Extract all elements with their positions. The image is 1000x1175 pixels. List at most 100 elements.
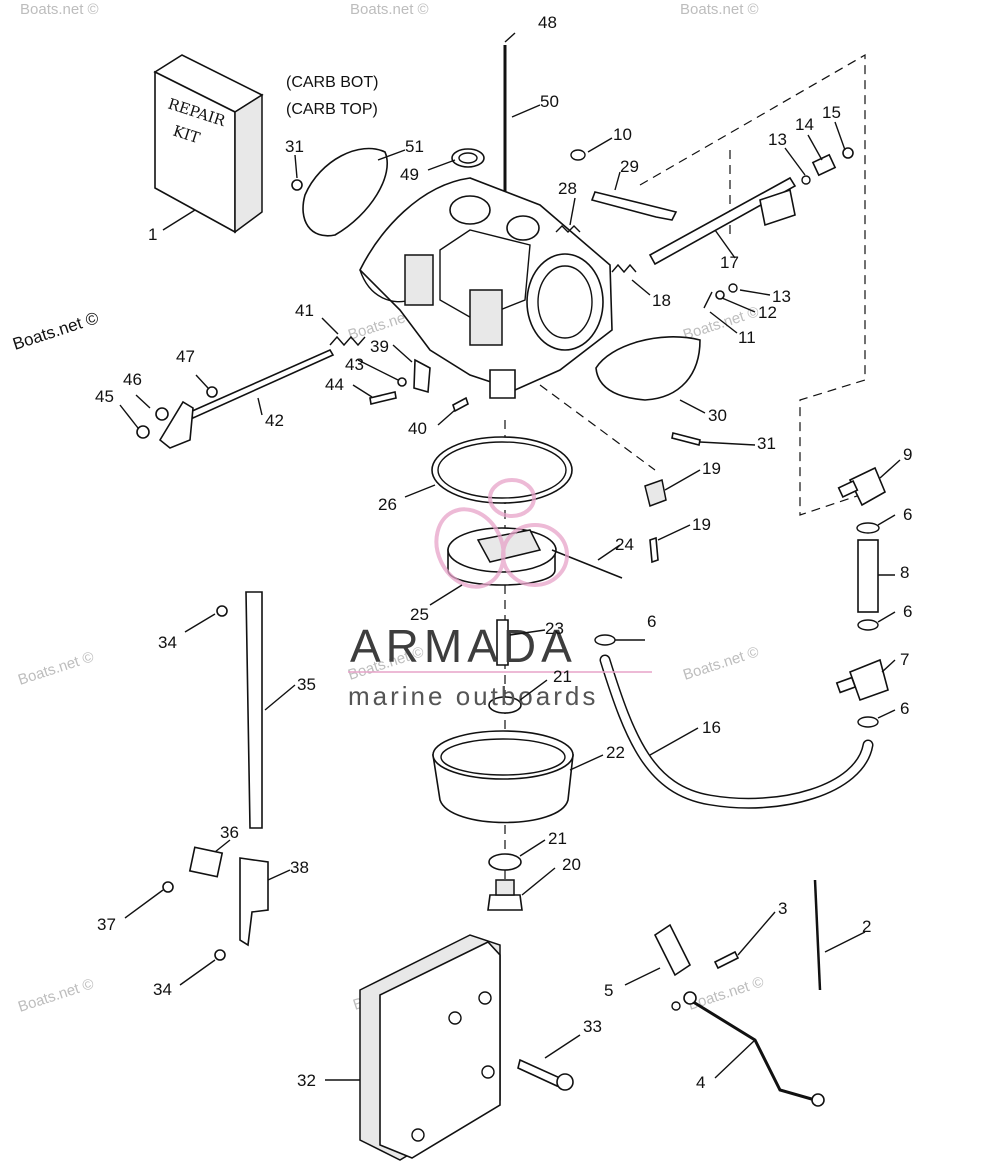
callout-37: 37 [97,915,116,934]
washer-21 [488,853,522,871]
washer-21 [488,696,522,714]
nut-34 [214,949,226,961]
callouts: 48 50 10 29 28 13 14 15 17 18 13 12 11 1… [95,13,912,1092]
callout-25: 25 [410,605,429,624]
callout-20: 20 [562,855,581,874]
brand-name: ARMADA [350,620,577,672]
callout-22: 22 [606,743,625,762]
callout-17: 17 [720,253,739,272]
watermark: Boats.net © [10,308,101,354]
watermark: Boats.net © [350,1,429,18]
pin-11 [703,291,713,309]
callout-43: 43 [345,355,364,374]
callout-23: 23 [545,619,564,638]
brand-tagline: marine outboards [348,681,598,711]
screw-33 [517,1058,562,1088]
callout-3: 3 [778,899,787,918]
callout-5: 5 [604,981,613,1000]
callout-13: 13 [772,287,791,306]
callout-1: 1 [148,225,157,244]
elbow-9 [848,466,887,507]
throttle-shaft-17 [648,176,797,266]
callout-33: 33 [583,1017,602,1036]
callout-42: 42 [265,411,284,430]
callout-21: 21 [548,829,567,848]
rod-2 [813,879,822,991]
callout-32: 32 [297,1071,316,1090]
callout-13: 13 [768,130,787,149]
callout-24: 24 [615,535,634,554]
bracket-38 [239,857,269,947]
callout-18: 18 [652,291,671,310]
link-rod-35 [245,591,263,829]
clamp-6 [856,522,880,534]
callout-31: 31 [285,137,304,156]
note-carb-bot: (CARB BOT) [286,74,378,91]
block-36 [188,846,224,878]
callout-38: 38 [290,858,309,877]
brand-overlay: ARMADA marine outboards [348,478,652,711]
link-42 [188,348,335,420]
callout-8: 8 [900,563,909,582]
cover-32 [359,934,501,1161]
repair-kit-box: REPAIR KIT [153,54,264,234]
callout-46: 46 [123,370,142,389]
watermark: Boats.net © [16,648,96,688]
callout-21: 21 [553,667,572,686]
bushing-14 [811,153,837,177]
callout-29: 29 [620,157,639,176]
leader-lines [119,32,901,1081]
callout-11: 11 [738,328,756,347]
hose-16 [599,654,874,809]
callout-44: 44 [325,375,344,394]
gasket-50 [302,147,388,237]
callout-15: 15 [822,103,841,122]
link-4 [689,998,816,1102]
callout-10: 10 [613,125,632,144]
callout-30: 30 [708,406,727,425]
nut-43 [397,377,407,387]
tee-fitting-7 [848,658,889,702]
callout-19: 19 [692,515,711,534]
callout-6: 6 [903,602,912,621]
washer-13 [728,283,738,293]
callout-6: 6 [900,699,909,718]
note-carb-top: (CARB TOP) [286,101,378,118]
callout-6: 6 [903,505,912,524]
callout-40: 40 [408,419,427,438]
callout-2: 2 [862,917,871,936]
bracket-39 [413,358,431,394]
callout-35: 35 [297,675,316,694]
callout-4: 4 [696,1073,705,1092]
screw-31-top [291,179,303,191]
clamp-6 [594,634,616,646]
screw-29 [590,191,678,221]
screw-45 [136,425,150,439]
screw-31 [671,432,701,446]
nut-12 [715,290,725,300]
nut-46 [155,407,169,421]
needle-19 [649,536,659,564]
callout-26: 26 [378,495,397,514]
callout-7: 7 [900,650,909,669]
pin-3 [713,950,740,970]
seat-19 [644,479,667,507]
watermark: Boats.net © [686,973,766,1013]
callout-31: 31 [757,434,776,453]
nut-34 [216,605,228,617]
clamp-6 [857,619,879,631]
callout-48: 48 [538,13,557,32]
callout-16: 16 [702,718,721,737]
float-bowl-22 [432,730,574,824]
washer-13 [801,175,811,185]
plug-20 [487,894,523,911]
callout-47: 47 [176,347,195,366]
needle-23 [496,619,509,666]
spring-18 [611,263,637,274]
screw-37 [162,881,174,893]
callout-19: 19 [702,459,721,478]
watermark: Boats.net © [680,1,759,18]
spring-41 [329,335,366,347]
callout-12: 12 [758,303,777,322]
watermark: Boats.net © [20,1,99,18]
